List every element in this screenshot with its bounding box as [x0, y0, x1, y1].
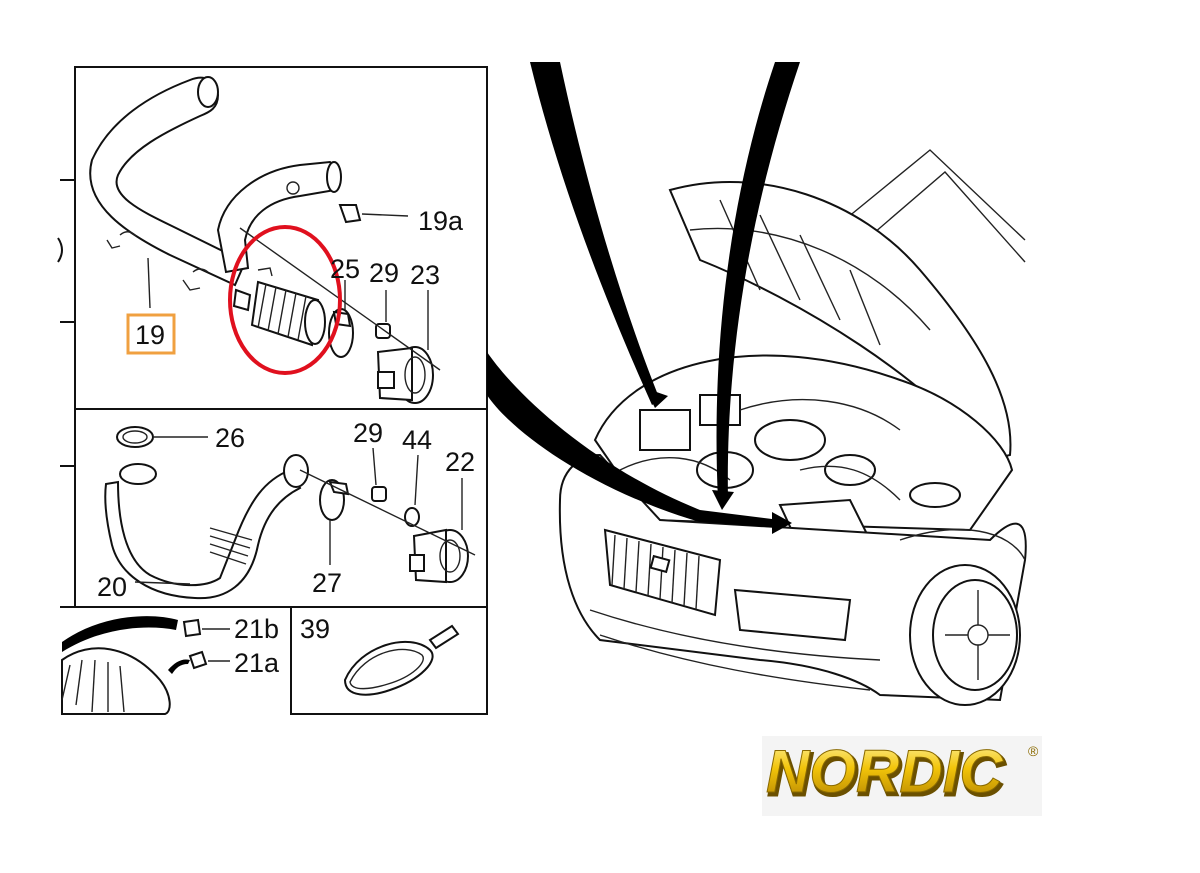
panel-cable-tie: [290, 606, 488, 715]
intercooler-pipe-19: [89, 76, 247, 309]
logo-background: [762, 736, 1042, 816]
pointer-arrow-2: [716, 62, 800, 500]
pointer-arrow-1: [530, 62, 660, 405]
bottom-left-hose: [61, 616, 230, 715]
callout-20: 20: [97, 572, 127, 602]
pointer-arrows: [487, 62, 800, 534]
nordic-logo: NORDIC NORDIC ®: [762, 736, 1042, 816]
callout-29-mid: 29: [353, 418, 383, 448]
car-illustration: [558, 149, 1027, 706]
callout-27: 27: [312, 568, 342, 598]
callout-26: 26: [215, 423, 245, 453]
callout-19a: 19a: [418, 206, 464, 236]
bolt-29-mid: [371, 447, 387, 502]
assembly-axis-mid: [299, 469, 476, 556]
callout-21b: 21b: [234, 614, 279, 644]
callout-19: 19: [135, 320, 165, 350]
callout-22: 22: [445, 447, 475, 477]
pointer-arrow-3: [487, 352, 780, 528]
air-mass-meter-22: [409, 478, 469, 584]
callout-23: 23: [410, 260, 440, 290]
logo-text: NORDIC: [766, 738, 1004, 805]
pipe-20: [104, 454, 309, 600]
panel-frames: [57, 66, 488, 715]
rubber-hose-25-highlighted: [232, 267, 326, 347]
callout-44: 44: [402, 425, 432, 455]
callout-21a: 21a: [234, 648, 280, 678]
bolt-29-top: [375, 290, 391, 339]
logo-shadow: NORDIC: [768, 741, 1006, 808]
callout-25: 25: [330, 254, 360, 284]
callout-29-top: 29: [369, 258, 399, 288]
logo-trademark: ®: [1028, 743, 1039, 759]
washer-44: [404, 454, 420, 527]
highlight-circle: [228, 225, 342, 375]
cable-tie-39: [343, 624, 460, 696]
air-mass-meter-23: [376, 290, 434, 404]
callout-labels: 19a 25 29 23 19 26 29 44 22 20 27 21b 21…: [97, 206, 475, 678]
highlight-box-19: [126, 313, 176, 355]
turbo-pipe-upper: [216, 160, 409, 274]
hose-clamp-26: [116, 426, 208, 448]
hose-clamp-27: [319, 479, 350, 565]
callout-39: 39: [300, 614, 330, 644]
